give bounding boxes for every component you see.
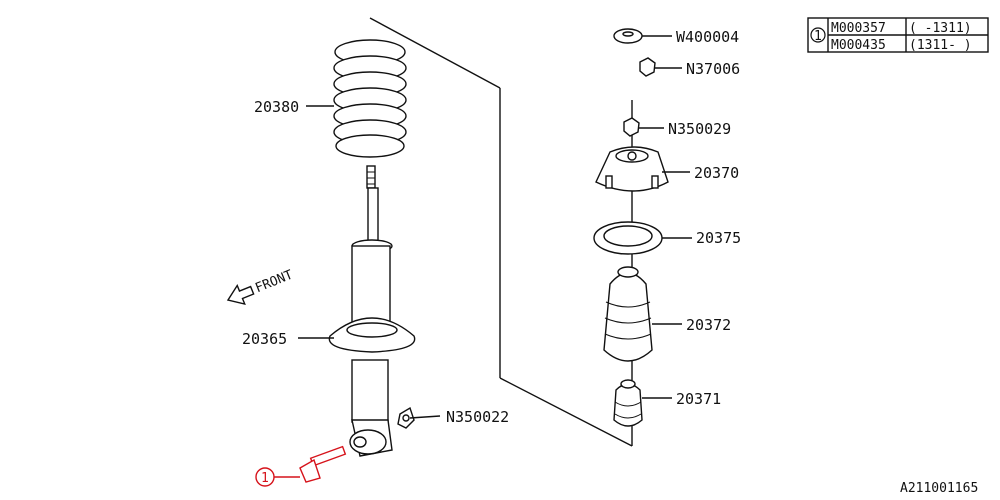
label-spring: 20380 xyxy=(254,98,299,116)
label-washer-top: W400004 xyxy=(676,28,739,46)
callout-table: 1 M000357 ( -1311) M000435 (1311- ) xyxy=(807,17,989,53)
callout-marker-bolt-number: 1 xyxy=(261,471,269,486)
nut-mount[interactable] xyxy=(623,117,640,137)
label-boot: 20372 xyxy=(686,316,731,334)
strut-assembly[interactable] xyxy=(328,165,416,457)
bolt-callout-1[interactable] xyxy=(299,445,347,483)
label-nut-lower: N350022 xyxy=(446,408,509,426)
strut-mount[interactable] xyxy=(595,146,669,192)
coil-spring[interactable] xyxy=(333,39,407,158)
bump-stop[interactable] xyxy=(613,379,643,427)
label-strut: 20365 xyxy=(242,330,287,348)
explode-guide-lines xyxy=(369,17,633,447)
callout-row2-range: (1311- ) xyxy=(909,38,972,53)
washer-top[interactable] xyxy=(613,28,643,44)
nut-top[interactable] xyxy=(639,57,656,77)
label-bumper: 20371 xyxy=(676,390,721,408)
callout-row1-part: M000357 xyxy=(831,21,886,36)
dust-boot[interactable] xyxy=(603,266,653,362)
callout-row2-part: M000435 xyxy=(831,38,886,53)
label-mount: 20370 xyxy=(694,164,739,182)
label-nut-mount: N350029 xyxy=(668,120,731,138)
front-label: FRONT xyxy=(253,268,295,297)
nut-lower[interactable] xyxy=(397,406,415,429)
label-seat: 20375 xyxy=(696,229,741,247)
label-nut-top: N37006 xyxy=(686,60,740,78)
callout-table-marker: 1 xyxy=(814,29,822,44)
spring-seat[interactable] xyxy=(593,221,663,255)
leader-lines xyxy=(274,35,692,478)
diagram-id: A211001165 xyxy=(900,481,978,496)
callout-row1-range: ( -1311) xyxy=(909,21,972,36)
callout-marker-bolt[interactable]: 1 xyxy=(255,467,275,487)
front-arrow: FRONT xyxy=(226,268,295,306)
